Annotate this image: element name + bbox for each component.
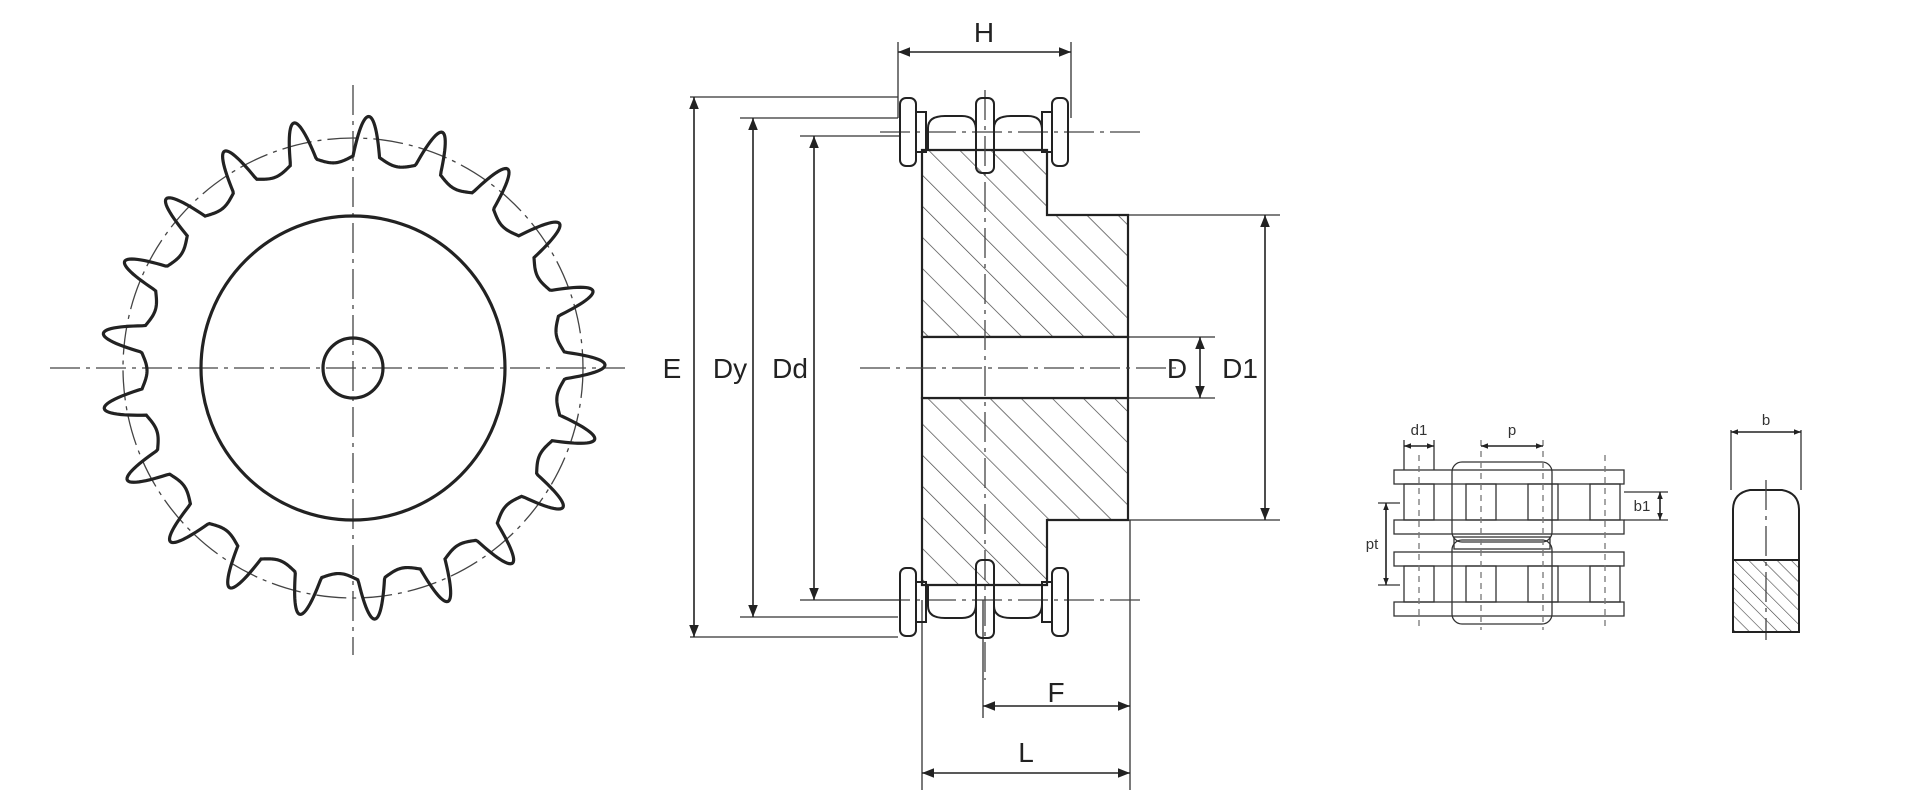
chain-roller bbox=[927, 585, 977, 619]
label-Dd: Dd bbox=[772, 353, 808, 384]
label-p: p bbox=[1508, 422, 1516, 439]
label-b1: b1 bbox=[1634, 498, 1651, 515]
label-E: E bbox=[663, 353, 682, 384]
tooth-hub-section bbox=[1732, 559, 1800, 633]
label-b: b bbox=[1762, 412, 1770, 429]
chain-plate bbox=[899, 567, 917, 637]
sprocket-section-view: H E Dy Dd D D1 F L bbox=[663, 17, 1280, 790]
label-F: F bbox=[1047, 677, 1064, 708]
label-D: D bbox=[1167, 353, 1187, 384]
chain-inner-link bbox=[1451, 461, 1553, 543]
bore-circle bbox=[321, 336, 385, 400]
section-body-lower bbox=[920, 396, 1130, 587]
chain-plate bbox=[1051, 97, 1069, 167]
chain-side-plate bbox=[1393, 601, 1625, 617]
chain-roller bbox=[1589, 565, 1621, 603]
chain-plate bbox=[1041, 581, 1053, 623]
chain-top bbox=[899, 97, 1069, 174]
label-L: L bbox=[1018, 737, 1034, 768]
label-pt: pt bbox=[1366, 536, 1379, 553]
chain-roller bbox=[993, 585, 1043, 619]
chain-inner-link bbox=[1451, 539, 1553, 625]
label-Dy: Dy bbox=[713, 353, 747, 384]
label-d1: d1 bbox=[1411, 422, 1428, 439]
label-H: H bbox=[974, 17, 994, 48]
chain-middle-plate bbox=[1453, 536, 1551, 550]
chain-side-plate bbox=[1393, 469, 1625, 485]
chain-plate bbox=[915, 581, 927, 623]
hub-circle bbox=[199, 214, 507, 522]
chain-roller bbox=[993, 115, 1043, 150]
chain-plate bbox=[915, 111, 927, 153]
label-D1: D1 bbox=[1222, 353, 1258, 384]
chain-roller bbox=[1589, 483, 1621, 521]
tooth-profile bbox=[101, 114, 607, 621]
chain-roller bbox=[1403, 565, 1435, 603]
chain-side-plate bbox=[1393, 551, 1625, 567]
pitch-circle bbox=[122, 137, 584, 599]
chain-plate bbox=[1051, 567, 1069, 637]
chain-roller bbox=[1403, 483, 1435, 521]
sprocket-front-view bbox=[50, 85, 625, 655]
tooth-profile-detail: b bbox=[1730, 412, 1802, 640]
chain-bottom bbox=[899, 559, 1069, 639]
chain-roller bbox=[927, 115, 977, 150]
section-body-upper bbox=[920, 148, 1130, 339]
chain-side-plate bbox=[1393, 519, 1625, 535]
duplex-chain-detail: d1 p b1 pt bbox=[1366, 422, 1668, 630]
